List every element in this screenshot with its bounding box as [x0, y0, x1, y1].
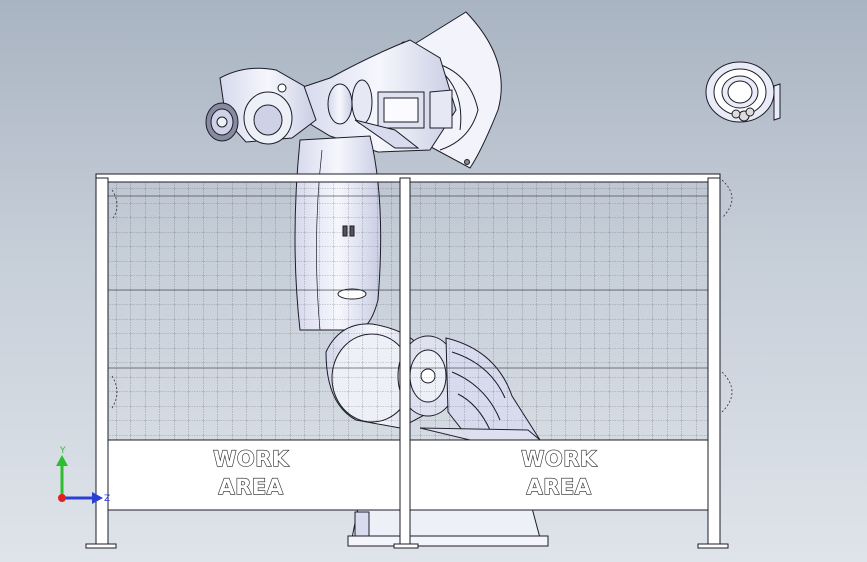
work-area-panel-left: [107, 439, 401, 511]
origin-marker: [58, 494, 66, 502]
work-area-label-right-line1: WORK: [521, 447, 597, 471]
work-area-label-left-line2: AREA: [218, 475, 283, 499]
fence-post-left: [95, 177, 109, 547]
fence-post-middle: [399, 177, 411, 547]
work-area-label-right-line2: AREA: [526, 475, 591, 499]
safety-fence[interactable]: WORK AREA WORK AREA: [85, 173, 733, 549]
work-area-label-left-line1: WORK: [213, 447, 289, 471]
mesh-panel-right: [410, 182, 708, 440]
y-axis-label: Y: [59, 446, 66, 456]
bearing-assembly[interactable]: [705, 61, 781, 123]
work-area-panel-right: [409, 439, 709, 511]
coordinate-triad[interactable]: Y Z: [56, 446, 110, 504]
mesh-panel-left: [108, 182, 400, 440]
fence-post-right: [707, 177, 721, 547]
z-axis-label: Z: [104, 494, 110, 504]
